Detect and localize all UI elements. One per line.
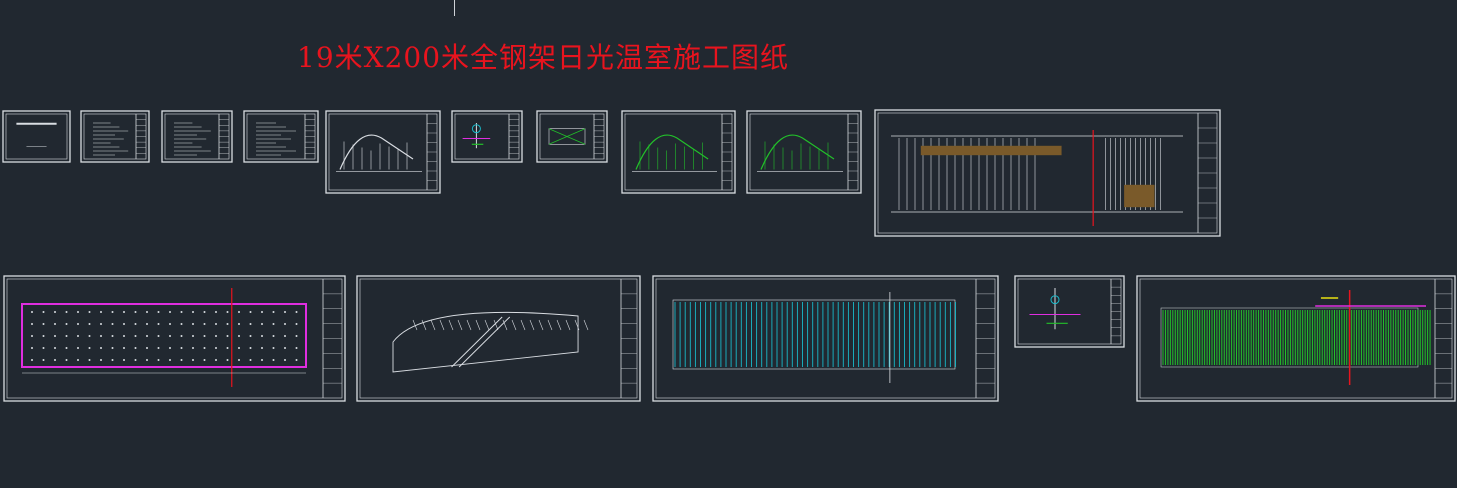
greenhouse-section-sheet[interactable] [621, 110, 736, 194]
cover-sheet[interactable] [2, 110, 71, 163]
axonometric-view-sheet[interactable] [356, 275, 641, 402]
roof-cover-plan-sheet[interactable] [1136, 275, 1456, 402]
purlin-plan-sheet[interactable] [652, 275, 999, 402]
foundation-section-sheet[interactable] [325, 110, 441, 194]
truss-elevation-sheet[interactable] [536, 110, 608, 163]
design-notes-sheet-2[interactable] [243, 110, 319, 163]
drawing-title[interactable]: 19米X200米全钢架日光温室施工图纸 [297, 41, 790, 74]
contents-sheet[interactable] [80, 110, 150, 163]
detail-node-sheet[interactable] [451, 110, 523, 163]
crosshair-cursor [454, 0, 455, 16]
gable-detail-sheet[interactable] [1014, 275, 1125, 348]
design-notes-sheet-1[interactable] [161, 110, 233, 163]
greenhouse-section-sheet-2[interactable] [746, 110, 862, 194]
frame-elevation-sheet[interactable] [874, 109, 1221, 237]
foundation-plan-sheet[interactable] [3, 275, 346, 402]
